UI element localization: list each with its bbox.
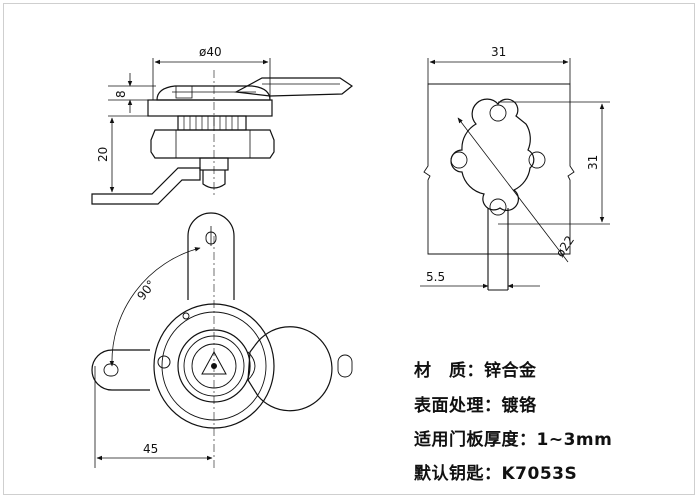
lever-handle	[234, 77, 354, 97]
front-view	[91, 212, 353, 470]
dim-label-31-height: 31	[586, 155, 600, 170]
spec-default-key-value: K7053S	[501, 464, 578, 484]
dim-label-5-5: 5.5	[426, 270, 445, 284]
panel-cutout-view	[420, 58, 610, 291]
spec-material: 材 质：锌合金	[414, 356, 537, 381]
thread-section	[177, 115, 247, 131]
dim-label-diameter-40: ø40	[199, 45, 222, 59]
panel-outline	[423, 83, 575, 255]
bezel-cap	[156, 85, 271, 101]
page-border	[3, 3, 695, 495]
spec-material-label: 材 质	[414, 361, 467, 381]
dim-label-angle: 90°	[134, 277, 158, 302]
dim-label-45: 45	[143, 442, 158, 456]
side-view	[91, 58, 354, 205]
spec-panel-thickness-label: 适用门板厚度	[414, 430, 519, 450]
cam-arm-rotated	[187, 212, 235, 300]
cam-arm-horizontal	[91, 349, 150, 391]
triangle-keyhole	[201, 350, 227, 375]
spec-surface-value: 镀铬	[501, 396, 537, 416]
spec-material-value: 锌合金	[484, 361, 537, 381]
cam-arm-side	[91, 167, 201, 205]
dim-label-8: 8	[114, 90, 128, 98]
spec-surface-label: 表面处理	[414, 396, 484, 416]
spec-panel-thickness-value: 1~3mm	[536, 430, 613, 450]
spec-surface: 表面处理：镀铬	[414, 391, 537, 416]
dim-label-diameter-22: ø22	[553, 233, 577, 260]
spec-default-key: 默认钥匙：K7053S	[414, 459, 577, 484]
lock-body-flange	[147, 99, 273, 117]
dust-cover-lever	[247, 326, 333, 412]
hex-nut	[150, 129, 275, 159]
dim-label-31-width: 31	[491, 45, 506, 59]
spec-panel-thickness: 适用门板厚度：1~3mm	[414, 425, 612, 450]
cutout-profile	[450, 98, 535, 211]
thread-lines	[183, 116, 239, 130]
angle-arc	[109, 247, 201, 367]
spec-default-key-label: 默认钥匙	[414, 464, 484, 484]
dim-leader-22	[457, 117, 569, 263]
dim-label-20: 20	[96, 147, 110, 162]
